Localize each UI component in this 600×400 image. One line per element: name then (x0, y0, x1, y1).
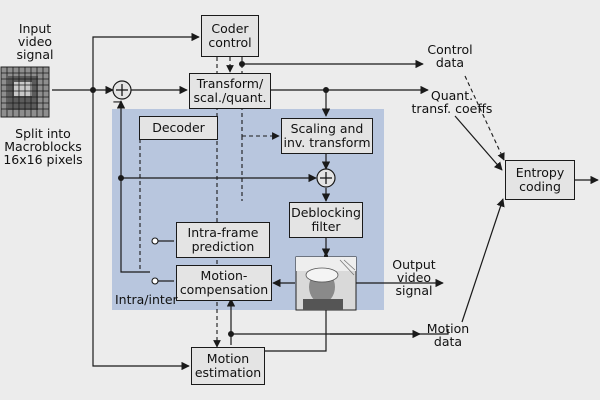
quant-coeffs-label: Quant. transf. coeffs (411, 88, 493, 116)
junction-coeffs (323, 87, 329, 93)
input-to-control (92, 32, 200, 90)
motion-data-line (231, 329, 449, 335)
coeffs-to-entropy (454, 115, 503, 171)
transform-block: Transform/ scal./quant. (189, 73, 271, 109)
deblocking-block: Deblocking filter (289, 202, 363, 238)
scaling-block: Scaling and inv. transform (281, 118, 373, 154)
prediction-to-subtractor (116, 100, 150, 273)
output-signal-label: Output video signal (392, 257, 436, 298)
decoded-frame-image (295, 256, 357, 311)
macroblock-grid-image (0, 66, 50, 118)
intra-inter-label: Intra/inter (115, 292, 178, 307)
control-data-dashed (464, 75, 505, 161)
motion-estimation-block: Motion estimation (191, 347, 265, 385)
intra-prediction-block: Intra-frame prediction (176, 222, 270, 258)
motion-to-entropy (461, 198, 505, 323)
motion-data-label: Motion data (426, 321, 470, 349)
junction-input (90, 87, 96, 93)
input-signal-label: Input video signal (16, 21, 54, 62)
entropy-coding-block: Entropy coding (505, 160, 575, 200)
frame-to-motion-est (265, 310, 327, 352)
junction-prediction (118, 175, 124, 181)
switch-inter-contact (151, 277, 159, 285)
split-macroblocks-label: Split into Macroblocks 16x16 pixels (3, 126, 83, 167)
control-data-label: Control data (427, 42, 473, 70)
junction-control (239, 61, 245, 67)
input-to-motion-est (92, 90, 190, 371)
decoder-label-block: Decoder (139, 116, 218, 140)
junction-motion (228, 331, 234, 337)
switch-intra-contact (151, 237, 159, 245)
coder-control-block: Coder control (201, 15, 259, 57)
motion-compensation-block: Motion- compensation (176, 265, 272, 301)
minus-sign-label: − (112, 95, 123, 110)
